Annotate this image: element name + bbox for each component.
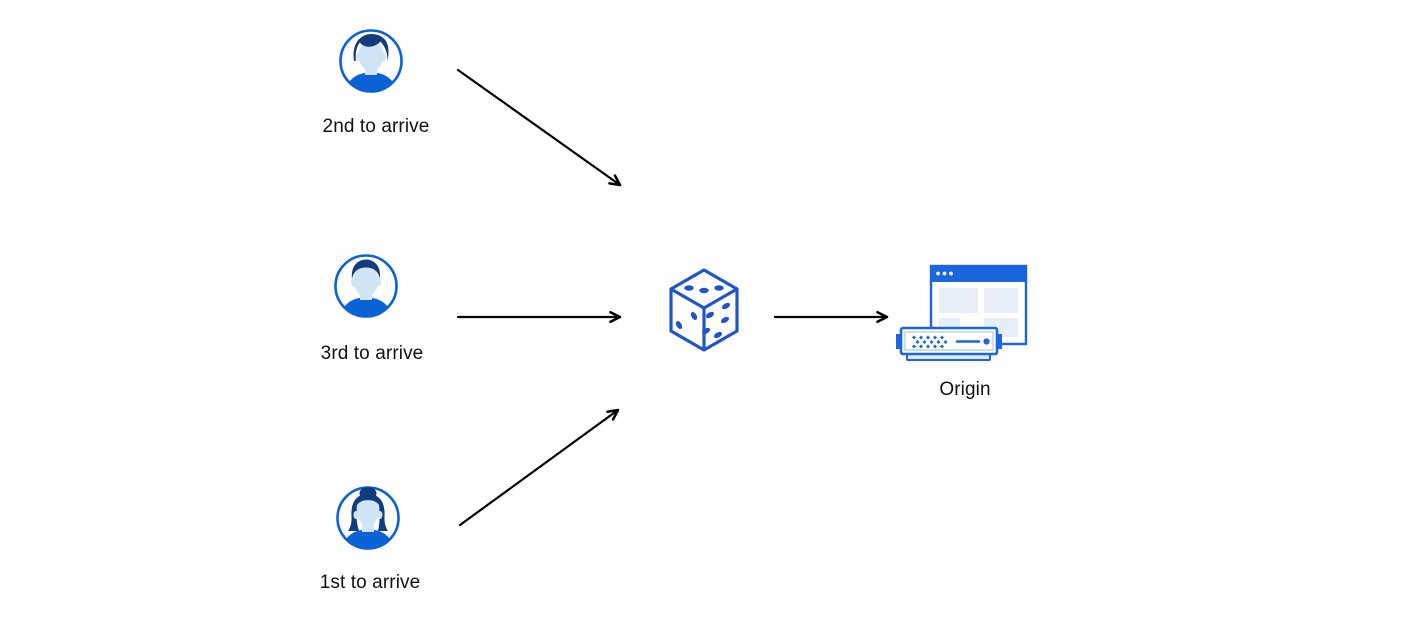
arrow-1st-to-dice (458, 408, 620, 527)
client-label-3rd: 3rd to arrive (320, 343, 424, 364)
origin-node (894, 262, 1029, 364)
client-node-3rd (332, 252, 400, 320)
client-node-2nd (337, 27, 405, 95)
random-selector-node (666, 266, 742, 354)
client-label-2nd: 2nd to arrive (322, 116, 430, 137)
dice-icon (669, 268, 739, 352)
client-label-1st: 1st to arrive (319, 572, 421, 593)
client-node-1st (334, 484, 402, 552)
man-avatar-icon (339, 29, 403, 93)
origin-server-browser-icon (896, 264, 1028, 361)
woman-avatar-icon (336, 486, 400, 550)
man-avatar-icon (334, 254, 398, 318)
origin-label: Origin (939, 379, 991, 400)
arrow-2nd-to-dice (456, 68, 622, 187)
